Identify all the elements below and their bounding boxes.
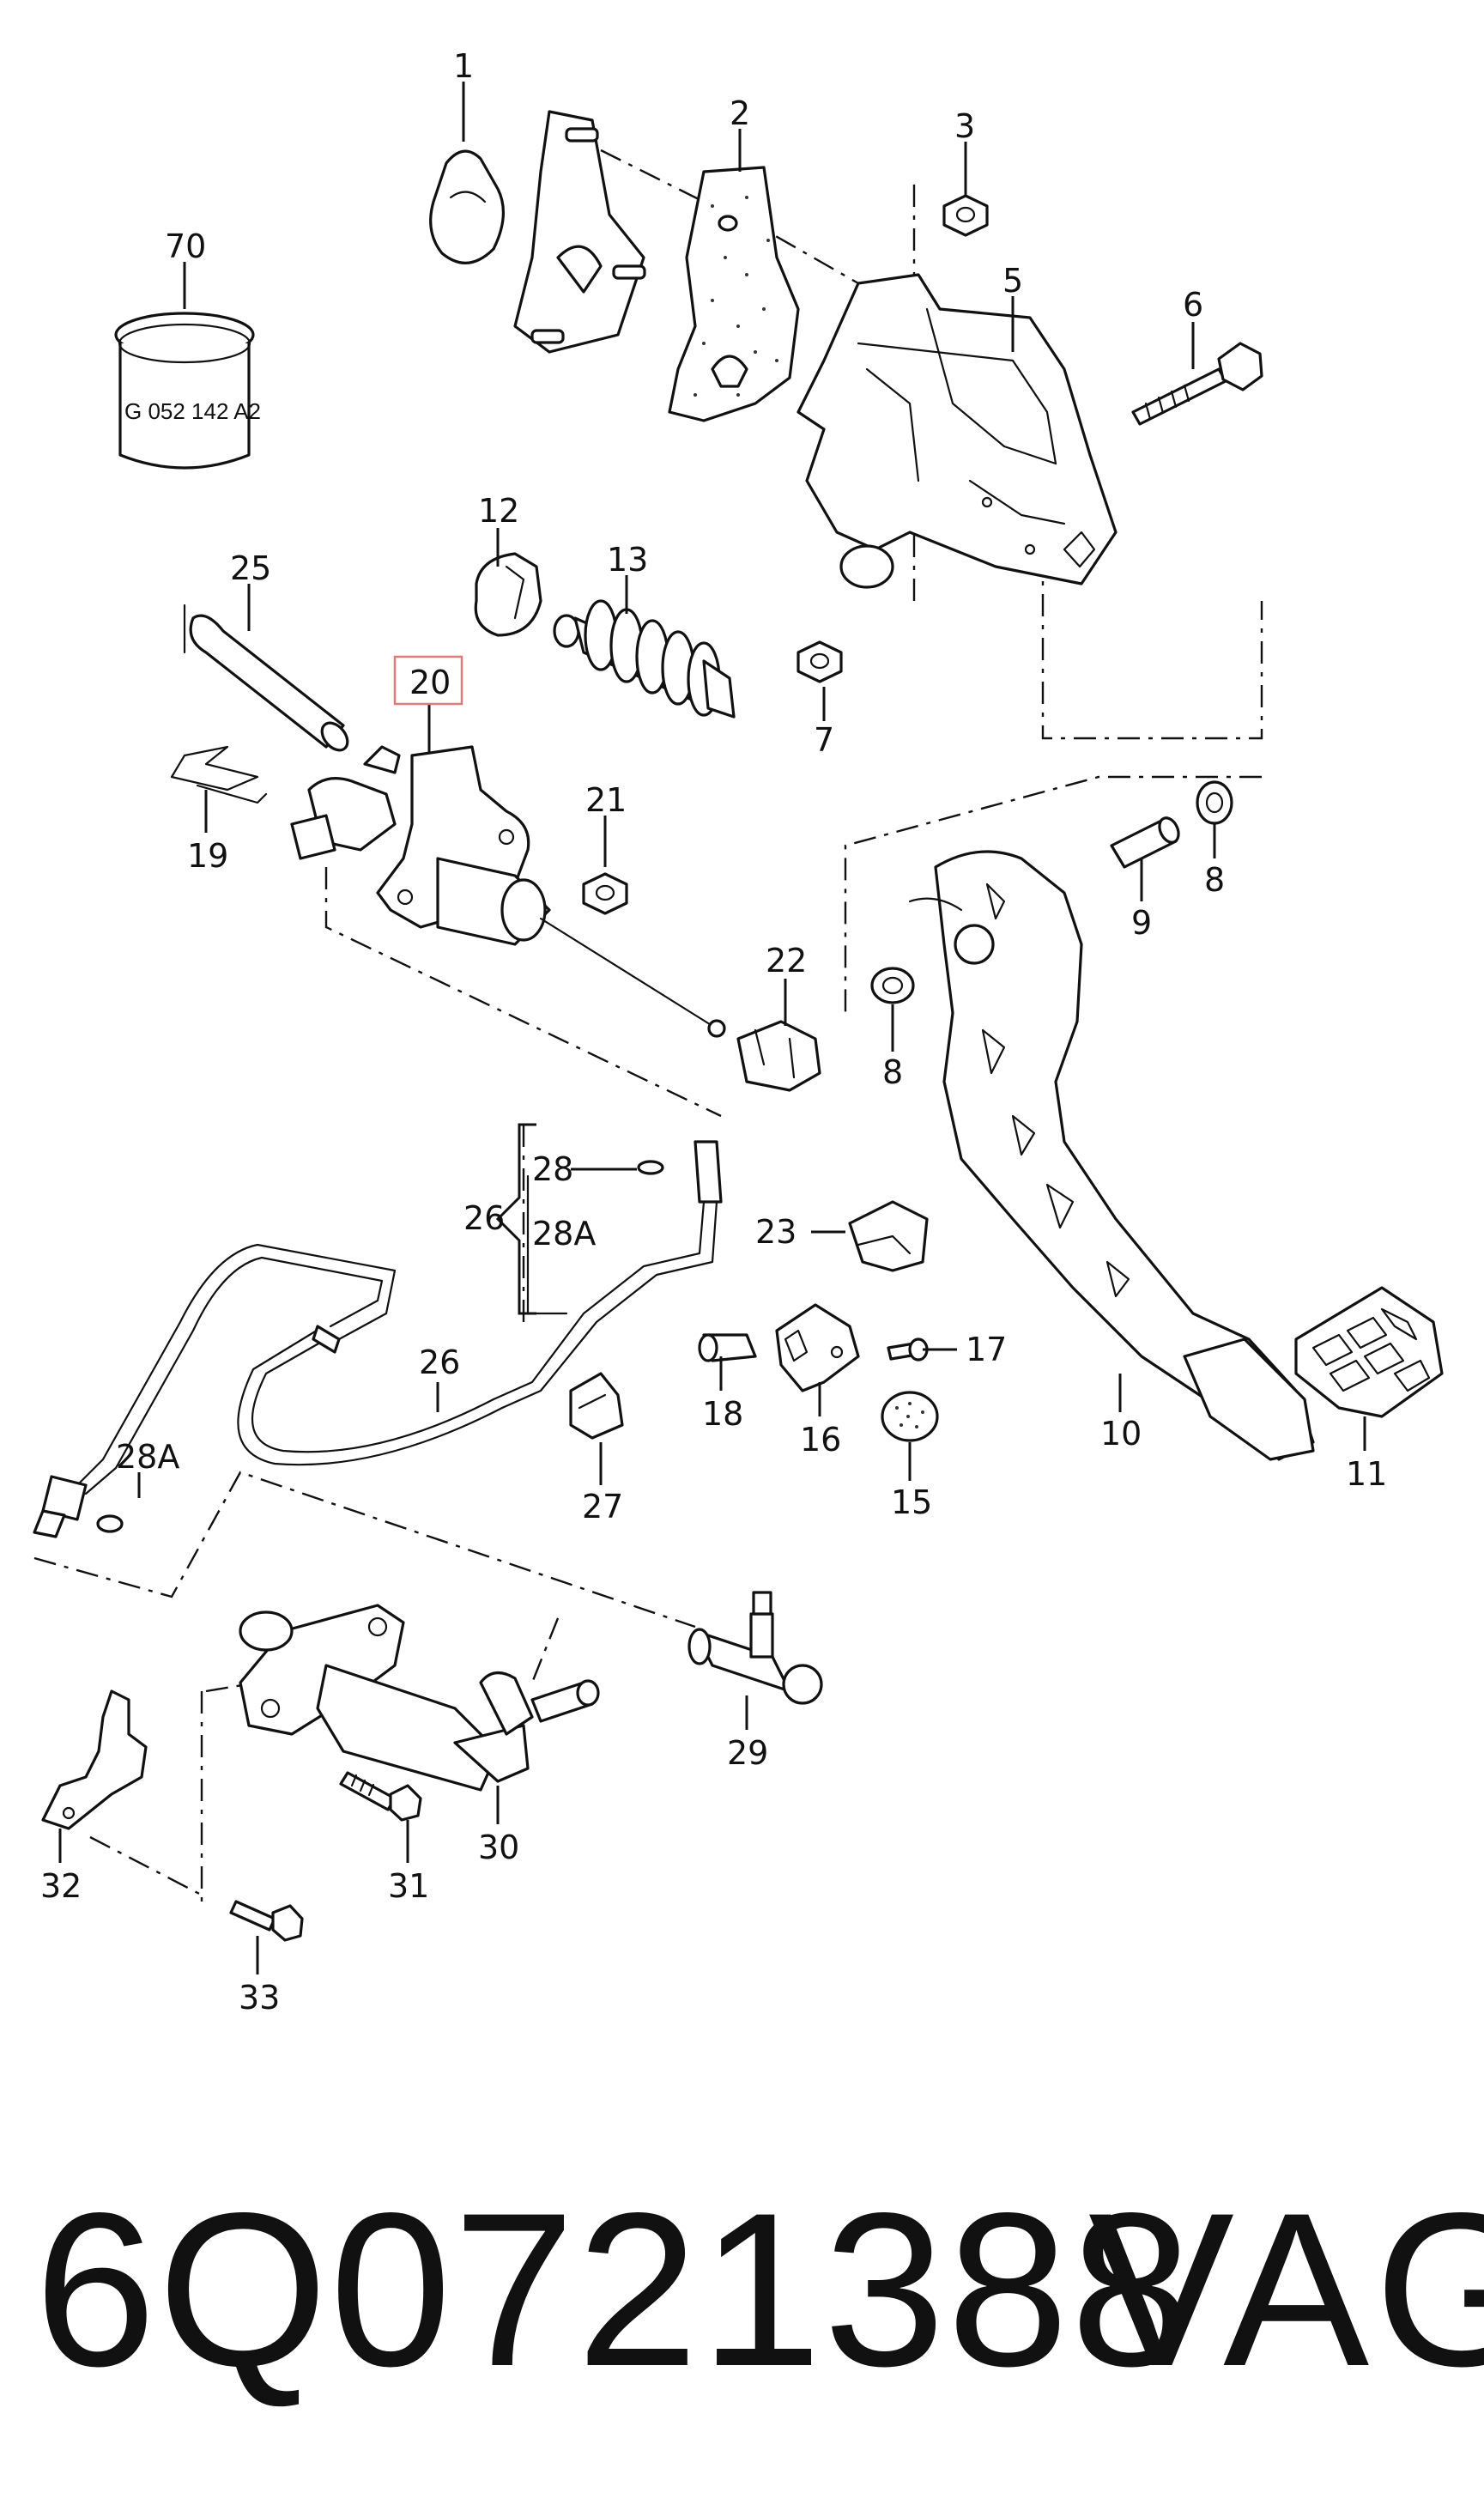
- callout-6: 6: [1183, 286, 1203, 324]
- callout-26-upper: 26: [463, 1199, 505, 1237]
- part-20-master-cylinder: [290, 745, 726, 1038]
- part-12-clip: [474, 552, 542, 637]
- callout-15: 15: [891, 1483, 932, 1521]
- part-11-pedal-pad: [1294, 1286, 1444, 1418]
- callout-11: 11: [1346, 1455, 1387, 1493]
- part-28A-seal: [96, 1514, 124, 1533]
- part-31-bolt: [339, 1771, 422, 1822]
- part-21-nut: [582, 872, 628, 915]
- part-number: 6Q0721388: [34, 2168, 1194, 2412]
- callout-5: 5: [1002, 262, 1023, 300]
- callout-8-lower: 8: [882, 1053, 903, 1091]
- part-25-hose: [183, 604, 349, 752]
- part-23-cap: [848, 1200, 929, 1272]
- part-1-clip: [429, 149, 506, 264]
- callout-8-upper: 8: [1204, 861, 1225, 899]
- sleeve-marking: G 052 142 A2: [124, 398, 261, 424]
- part-13-spring: [553, 599, 736, 719]
- callout-9: 9: [1131, 904, 1152, 942]
- part-8-bush-upper: [1196, 780, 1233, 825]
- part-20-highlight-box: [393, 655, 463, 706]
- part-9-bushing: [1110, 816, 1180, 869]
- part-2-plate: [668, 166, 800, 422]
- brand-name: VAG: [1088, 2168, 1484, 2412]
- callout-70: 70: [165, 227, 206, 265]
- callout-13: 13: [607, 541, 648, 579]
- bracket-with-studs: [513, 110, 646, 354]
- callout-labels: 1 2 3 5 6 70 12 13 25 20 7 21 19 9 8 22 …: [40, 47, 1387, 2017]
- callout-31: 31: [388, 1867, 429, 1905]
- callout-21: 21: [585, 781, 627, 819]
- callout-28A-upper: 28A: [532, 1215, 596, 1253]
- callout-12: 12: [478, 492, 519, 530]
- callout-3: 3: [954, 107, 975, 145]
- part-29-t-piece: [687, 1591, 823, 1705]
- part-18-plug: [698, 1333, 757, 1362]
- callout-20: 20: [409, 664, 451, 701]
- callout-2: 2: [730, 94, 750, 132]
- callout-22: 22: [766, 942, 807, 980]
- part-30-slave-cylinder: [239, 1604, 600, 1792]
- part-8-bush-lower: [870, 967, 915, 1004]
- part-17-screw: [887, 1337, 929, 1362]
- callout-leaders: [58, 82, 1366, 1974]
- part-27-pipe-clip: [569, 1372, 624, 1440]
- callout-27: 27: [582, 1488, 623, 1525]
- callout-30: 30: [478, 1829, 519, 1866]
- part-70-sleeve: G 052 142 A2: [114, 312, 261, 470]
- part-33-bolt: [229, 1900, 304, 1942]
- callout-10: 10: [1100, 1415, 1142, 1453]
- callout-32: 32: [40, 1867, 82, 1905]
- part-10-clutch-pedal: [908, 850, 1315, 1461]
- part-28-seal: [637, 1160, 664, 1175]
- callout-25: 25: [230, 549, 271, 587]
- part-32-bracket: [41, 1689, 148, 1830]
- callout-28A-lower: 28A: [116, 1438, 179, 1476]
- part-26-pipe-and-hose: [33, 1140, 723, 1538]
- callout-1: 1: [453, 47, 474, 85]
- callout-17: 17: [966, 1331, 1007, 1368]
- callout-16: 16: [800, 1421, 841, 1459]
- callout-7: 7: [814, 721, 834, 759]
- part-16-switch-bracket: [775, 1303, 860, 1392]
- part-15-pad: [881, 1391, 939, 1442]
- part-19-retaining-clip: [170, 745, 268, 804]
- callout-18: 18: [702, 1395, 743, 1433]
- exploded-parts-diagram: G 052 142 A2: [33, 47, 1444, 2017]
- callout-23: 23: [755, 1213, 797, 1251]
- part-7-nut: [797, 640, 843, 683]
- part-3-nut: [942, 194, 989, 237]
- callout-29: 29: [727, 1734, 768, 1772]
- part-5-pedal-bracket: [797, 273, 1118, 589]
- callout-28: 28: [532, 1150, 573, 1188]
- callout-33: 33: [239, 1979, 280, 2017]
- callout-19: 19: [187, 837, 228, 875]
- part-6-bolt: [1131, 342, 1263, 426]
- callout-26-lower: 26: [419, 1344, 460, 1381]
- part-22-clip: [736, 1020, 821, 1092]
